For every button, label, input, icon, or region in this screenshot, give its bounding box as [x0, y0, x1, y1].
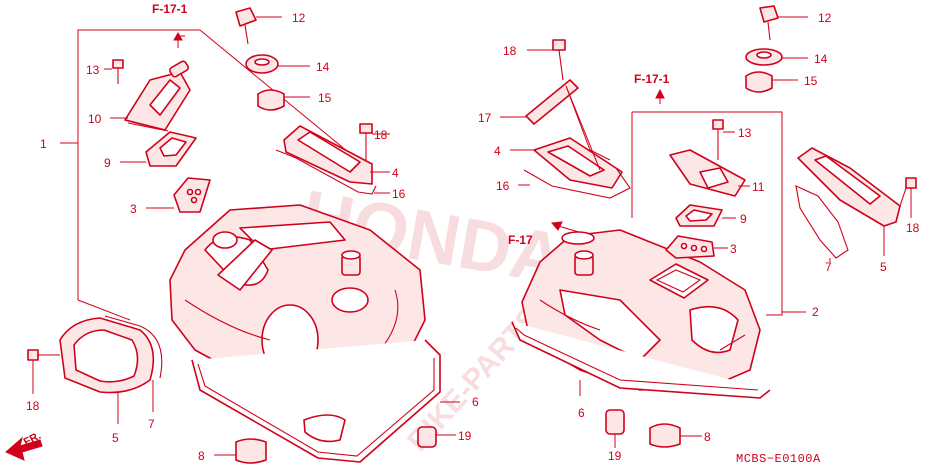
- callout-16-right: 16: [496, 179, 510, 193]
- bracket-2-line: [632, 111, 783, 316]
- ref-f17[interactable]: F-17: [508, 233, 533, 247]
- callout-19-left: 19: [458, 429, 472, 443]
- bolt-12-left: [235, 7, 257, 45]
- callout-4-left: 4: [392, 166, 399, 180]
- callout-3-right: 3: [730, 242, 737, 256]
- bolt-18-left-top: [359, 123, 373, 160]
- front-direction-arrow: [5, 436, 43, 461]
- callout-10: 10: [88, 112, 102, 126]
- cover-gasket-right: [511, 321, 771, 399]
- cover-gasket-left: [191, 339, 441, 463]
- callout-19-right: 19: [608, 449, 622, 463]
- grommet-15-left: [257, 89, 285, 111]
- dowel-19-right: [605, 409, 625, 435]
- separator-3-right: [665, 235, 715, 259]
- callout-15-right: 15: [804, 74, 818, 88]
- separator-3-left: [173, 177, 211, 213]
- gasket-16-left: [275, 149, 377, 195]
- gasket-16-right: [523, 167, 631, 199]
- bolt-18-far-right: [899, 177, 917, 207]
- ref-f17-1-left[interactable]: F-17-1: [152, 2, 188, 16]
- callout-14-right: 14: [814, 52, 828, 66]
- left-assembly: [5, 7, 460, 464]
- callout-6-right: 6: [578, 406, 585, 420]
- callout-6-left: 6: [472, 395, 479, 409]
- arrow-head-right: [655, 88, 665, 99]
- bolt-18-left-bottom: [27, 349, 60, 361]
- gasket-7-left: [104, 315, 163, 379]
- callout-11: 11: [752, 180, 765, 194]
- callout-8-right: 8: [704, 430, 711, 444]
- callout-18-left-bottom: 18: [26, 399, 40, 413]
- bracket-1-diag: [199, 29, 371, 171]
- bracket-1-line: [77, 29, 200, 300]
- grommet-8-right: [649, 423, 681, 448]
- grommet-15-right: [745, 71, 773, 93]
- gasket-7-right: [795, 185, 849, 259]
- breather-valve-left: [124, 60, 191, 132]
- callout-12-right: 12: [818, 11, 832, 25]
- bolt-13-right: [712, 119, 724, 160]
- arrow-head-f17: [550, 221, 563, 231]
- breather-valve-right: [669, 149, 746, 197]
- callout-8-left: 8: [198, 449, 205, 463]
- callout-labels: F-17-1 F-17-1 F-17 1 2 3 3 4 4 5 5 6 6 7…: [22, 2, 920, 466]
- callout-17: 17: [478, 111, 492, 125]
- callout-5-left: 5: [112, 431, 119, 445]
- bracket-1-foot: [77, 299, 131, 321]
- callout-14-left: 14: [316, 60, 330, 74]
- arrow-head-left: [173, 31, 183, 41]
- callout-13-left: 13: [86, 63, 100, 77]
- callout-2: 2: [812, 305, 819, 319]
- callout-18-right: 18: [503, 44, 517, 58]
- spacer-17-right: [525, 79, 579, 125]
- callout-9-right: 9: [740, 212, 747, 226]
- dowel-19-left: [417, 426, 437, 448]
- grommet-8-left: [235, 438, 267, 464]
- diagram-code: MCBS−E0100A: [736, 452, 821, 466]
- ref-f17-1-right[interactable]: F-17-1: [634, 72, 670, 86]
- callout-9-left: 9: [104, 156, 111, 170]
- callout-1: 1: [40, 137, 47, 151]
- callout-18-far-right: 18: [906, 221, 920, 235]
- callout-4-right: 4: [494, 144, 501, 158]
- callout-13-right: 13: [738, 126, 752, 140]
- gasket-lobe-left: [303, 414, 346, 443]
- callout-7-left: 7: [148, 417, 155, 431]
- callout-5-right: 5: [880, 260, 887, 274]
- right-assembly: [500, 5, 917, 448]
- callout-18-left-top: 18: [374, 128, 388, 142]
- callout-16-left: 16: [392, 187, 406, 201]
- callout-12-left: 12: [292, 11, 306, 25]
- callout-3-left: 3: [130, 202, 137, 216]
- bolt-13-left: [112, 59, 124, 84]
- callout-15-left: 15: [318, 91, 332, 105]
- bolt-18-right: [552, 39, 566, 81]
- callout-7-right: 7: [825, 260, 832, 274]
- bolt-12-right: [759, 5, 779, 41]
